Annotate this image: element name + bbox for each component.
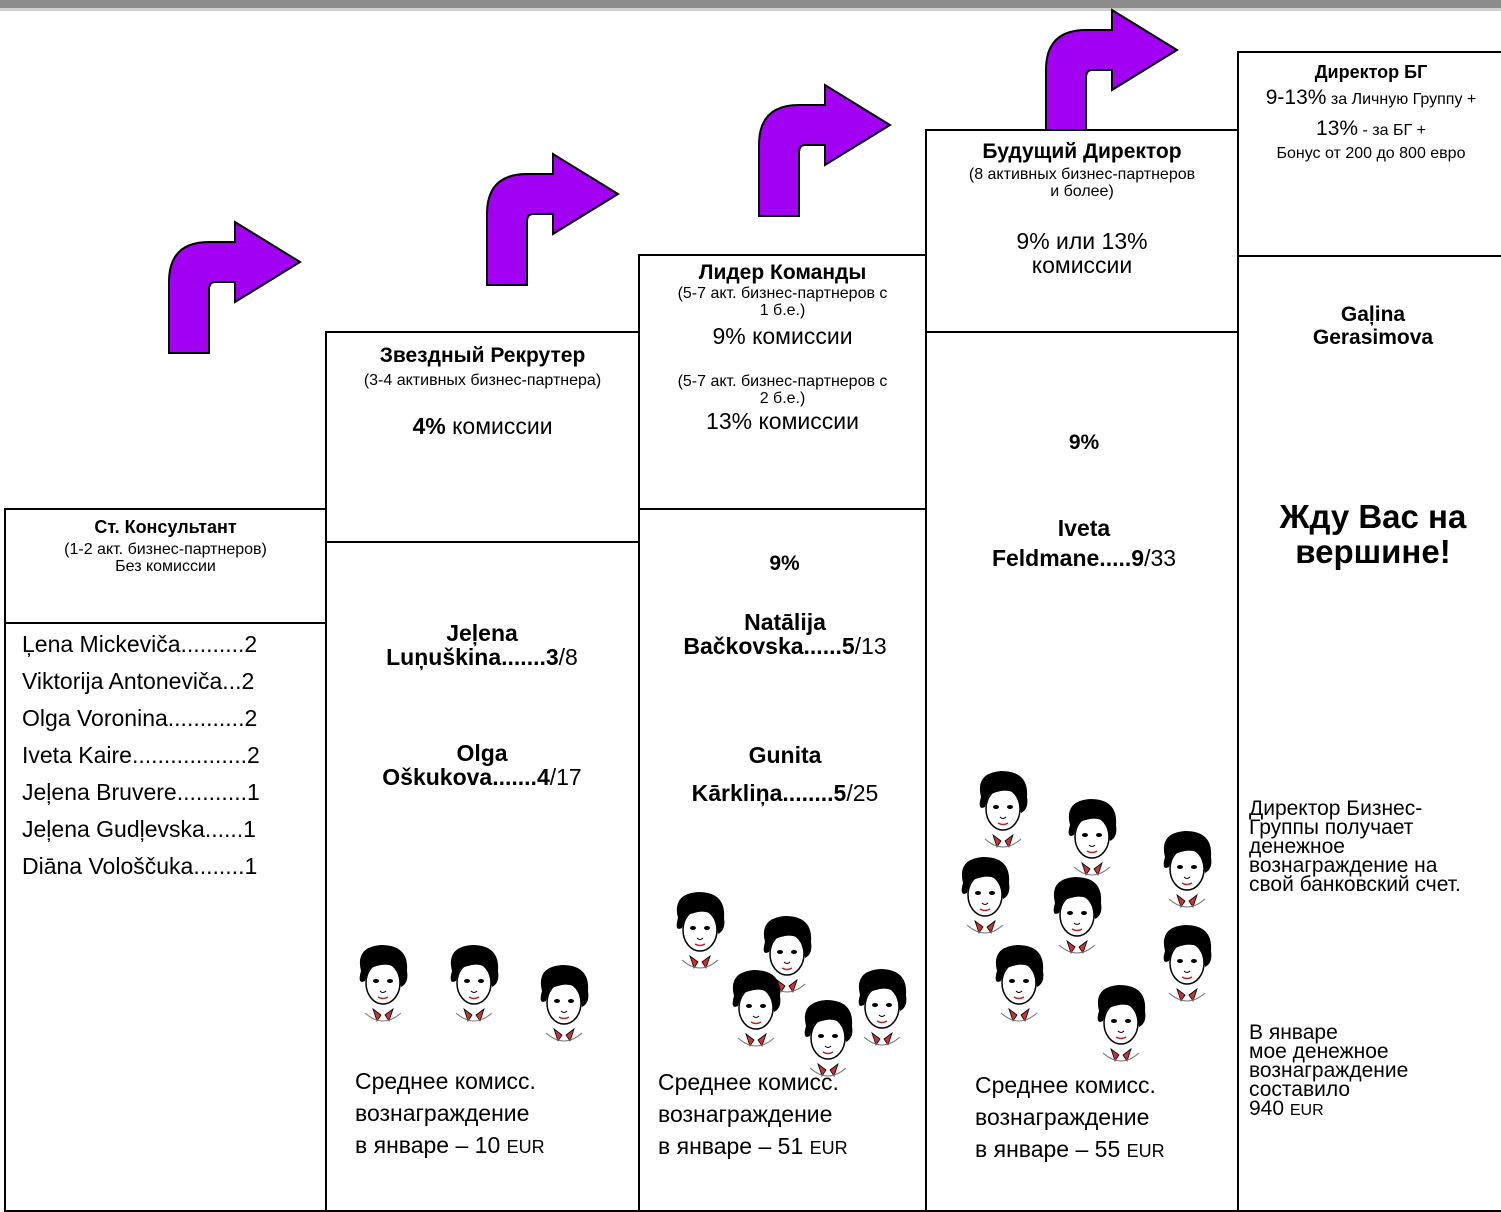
list-item: Jeļena Gudļevska......1 <box>22 816 256 842</box>
partner-face-icon <box>1060 795 1124 879</box>
level-commission: 9% комиссии <box>712 322 853 349</box>
partner-face-icon <box>1155 921 1219 1005</box>
person-entry: Jeļena Luņuškina.......3/8 <box>386 620 578 670</box>
list-item: Diāna Vološčuka........1 <box>22 853 258 879</box>
rate-label: 9% <box>769 552 800 575</box>
level-2-header: Звездный Рекрутер (3-4 активных бизнес-п… <box>325 331 640 543</box>
level-title: Будущий Директор <box>982 140 1182 163</box>
partner-face-icon <box>351 941 415 1025</box>
director-name: Gaļina Gerasimova <box>1312 303 1434 349</box>
person-entry: Gunita Kārkliņa........5/25 <box>691 742 879 806</box>
partner-face-icon <box>987 941 1051 1025</box>
level-condition: (1-2 акт. бизнес-партнеров) <box>64 540 267 558</box>
level-title: Лидер Команды <box>698 261 867 284</box>
list-item: Iveta Kaire..................2 <box>22 742 260 768</box>
partner-face-icon <box>971 767 1035 851</box>
level-1-body: Ļena Mickeviča..........2 Viktorija Anto… <box>4 622 327 1212</box>
level-commission: 4% комиссии <box>412 412 553 439</box>
list-item: Viktorija Antoneviča...2 <box>22 668 255 694</box>
level-condition: (3-4 активных бизнес-партнера) <box>363 372 602 390</box>
partner-face-icon <box>953 853 1017 937</box>
person-entry: Natālija Bačkovska......5/13 <box>683 609 887 659</box>
list-item: Jeļena Bruvere...........1 <box>22 779 260 805</box>
director-description: Директор Бизнес-Группы получает денежное… <box>1249 797 1461 896</box>
slogan: Жду Вас на вершине! <box>1279 498 1467 570</box>
person-entry: Iveta Feldmane.....9/33 <box>991 515 1177 571</box>
person-entry: Olga Oškukova.......4/17 <box>382 740 582 790</box>
level-title: Директор БГ <box>1314 62 1428 82</box>
level-2-body: Jeļena Luņuškina.......3/8 Olga Oškukova… <box>325 541 640 1212</box>
level-commission: 9-13% за Личную Группу + <box>1265 85 1477 109</box>
level-condition: (8 активных бизнес-партнеров и более) <box>968 166 1196 200</box>
level-commission: 9% или 13% комиссии <box>1016 227 1148 278</box>
level-3-body: 9% Natālija Bačkovska......5/13 Gunita K… <box>638 508 927 1212</box>
level-commission: 13% комиссии <box>706 408 859 435</box>
level-commission: Без комиссии <box>115 557 216 575</box>
level-commission: 13% - за БГ + <box>1316 116 1426 140</box>
step-arrow-icon <box>485 152 620 287</box>
partner-face-icon <box>1155 827 1219 911</box>
partner-face-icon <box>724 966 788 1050</box>
step-arrow-icon <box>167 220 302 355</box>
level-title: Звездный Рекрутер <box>379 344 586 367</box>
level-3-header: Лидер Команды (5-7 акт. бизнес-партнеров… <box>638 254 927 510</box>
level-1-header: Ст. Консультант (1-2 акт. бизнес-партнер… <box>4 508 327 624</box>
average-commission: Среднее комисс. вознаграждение в январе … <box>355 1068 545 1158</box>
average-commission: Среднее комисс. вознаграждение в январе … <box>975 1072 1165 1162</box>
rate-label: 9% <box>1068 431 1100 454</box>
level-5-body: Gaļina Gerasimova Жду Вас на вершине! Ди… <box>1237 255 1501 1212</box>
partner-face-icon <box>532 961 596 1045</box>
partner-face-icon <box>442 941 506 1025</box>
partner-face-icon <box>1045 873 1109 957</box>
list-item: Olga Voronina............2 <box>22 705 258 731</box>
list-item: Ļena Mickeviča..........2 <box>22 631 258 657</box>
partner-face-icon <box>668 888 732 972</box>
top-border-bar <box>0 0 1501 8</box>
partner-face-icon <box>1089 981 1153 1065</box>
level-condition: (5-7 акт. бизнес-партнеров с 2 б.е.) <box>677 372 888 407</box>
level-bonus: Бонус от 200 до 800 евро <box>1276 144 1466 162</box>
step-arrow-icon <box>757 83 892 218</box>
top-border-shadow <box>0 8 1501 11</box>
level-4-body: 9% Iveta Feldmane.....9/33 Среднее комис… <box>925 331 1239 1212</box>
step-arrow-icon <box>1044 8 1179 143</box>
level-4-header: Будущий Директор (8 активных бизнес-парт… <box>925 129 1239 333</box>
january-reward: В январе мое денежное вознаграждение сос… <box>1249 1021 1409 1120</box>
level-5-header: Директор БГ 9-13% за Личную Группу + 13%… <box>1237 51 1501 257</box>
average-commission: Среднее комисс. вознаграждение в январе … <box>658 1069 848 1159</box>
level-condition: (5-7 акт. бизнес-партнеров с 1 б.е.) <box>677 285 888 319</box>
level-title: Ст. Консультант <box>94 517 237 537</box>
